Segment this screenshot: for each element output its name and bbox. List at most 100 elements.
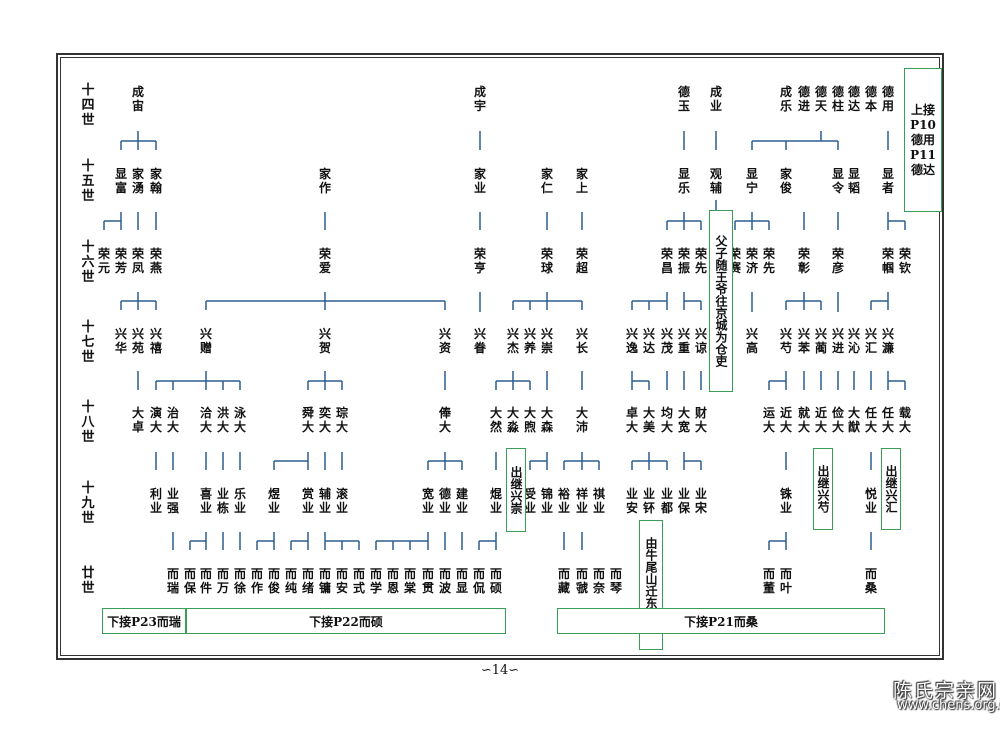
person-g15-13: 显者 bbox=[881, 167, 894, 195]
person-g19-0: 利业 bbox=[149, 487, 162, 515]
person-g17-18: 兴苯 bbox=[797, 327, 810, 355]
person-g20-25: 而叶 bbox=[779, 567, 792, 595]
person-g14-2: 德玉 bbox=[677, 85, 690, 113]
person-g19-19: 业钚 bbox=[642, 487, 655, 515]
person-g16-4: 荣爱 bbox=[318, 247, 331, 275]
person-g15-1: 家湧 bbox=[131, 167, 144, 195]
person-g16-0: 荣元 bbox=[97, 247, 110, 275]
person-g19-4: 乐业 bbox=[233, 487, 246, 515]
person-g20-9: 而镛 bbox=[318, 567, 331, 595]
person-g14-8: 德达 bbox=[847, 85, 860, 113]
person-g19-2: 喜业 bbox=[199, 487, 212, 515]
person-g17-19: 兴蔺 bbox=[814, 327, 827, 355]
generation-label: 十五世 bbox=[81, 159, 95, 204]
person-g18-27: 任大 bbox=[881, 406, 894, 434]
generation-label: 十七世 bbox=[81, 320, 95, 365]
generation-label: 十四世 bbox=[81, 83, 95, 128]
person-g14-7: 德柱 bbox=[831, 85, 844, 113]
person-g16-12: 荣济 bbox=[745, 247, 758, 275]
person-g18-9: 俸大 bbox=[438, 406, 451, 434]
person-g18-26: 任大 bbox=[864, 406, 877, 434]
person-g20-13: 而恩 bbox=[386, 567, 399, 595]
person-g18-5: 泳大 bbox=[233, 406, 246, 434]
person-g18-17: 均大 bbox=[660, 406, 673, 434]
person-g15-11: 显令 bbox=[831, 167, 844, 195]
person-g14-4: 成乐 bbox=[779, 85, 792, 113]
generation-label: 十八世 bbox=[81, 400, 95, 445]
person-g19-6: 赏业 bbox=[301, 487, 314, 515]
person-g18-22: 就大 bbox=[797, 406, 810, 434]
person-g20-12: 而学 bbox=[369, 567, 382, 595]
person-g20-15: 而贯 bbox=[421, 567, 434, 595]
person-g20-11: 而式 bbox=[352, 567, 365, 595]
person-g20-8: 而绪 bbox=[301, 567, 314, 595]
page-number: ∽14∽ bbox=[480, 663, 520, 678]
person-g17-23: 兴濂 bbox=[881, 327, 894, 355]
person-g19-14: 锦业 bbox=[540, 487, 553, 515]
person-g17-5: 兴资 bbox=[438, 327, 451, 355]
person-g17-13: 兴茂 bbox=[660, 327, 673, 355]
person-g20-19: 而硕 bbox=[489, 567, 502, 595]
person-g20-23: 而琴 bbox=[609, 567, 622, 595]
person-g20-7: 而纯 bbox=[284, 567, 297, 595]
person-g20-5: 而作 bbox=[250, 567, 263, 595]
generation-label: 廿世 bbox=[81, 566, 95, 596]
person-g15-6: 家上 bbox=[575, 167, 588, 195]
person-g15-10: 家俊 bbox=[779, 167, 792, 195]
person-g14-9: 德本 bbox=[864, 85, 877, 113]
person-g19-21: 业保 bbox=[677, 487, 690, 515]
person-g15-12: 显韬 bbox=[847, 167, 860, 195]
link-p22[interactable]: 下接P22而硕 bbox=[186, 608, 506, 634]
person-g16-13: 荣先 bbox=[762, 247, 775, 275]
person-g16-16: 荣帼 bbox=[881, 247, 894, 275]
person-g16-14: 荣彰 bbox=[797, 247, 810, 275]
person-g18-7: 奕大 bbox=[318, 406, 331, 434]
person-g20-16: 而波 bbox=[438, 567, 451, 595]
note-adopt-xingchong: 出继兴崇 bbox=[506, 448, 526, 532]
link-p23[interactable]: 下接P23而瑞 bbox=[102, 608, 186, 634]
person-g15-0: 显富 bbox=[114, 167, 127, 195]
note-adopt-xinghui: 出继兴汇 bbox=[881, 448, 901, 530]
person-g17-11: 兴逸 bbox=[625, 327, 638, 355]
person-g20-4: 而徐 bbox=[233, 567, 246, 595]
person-g20-1: 而保 bbox=[183, 567, 196, 595]
link-p21[interactable]: 下接P21而桑 bbox=[557, 608, 885, 634]
person-g19-8: 滚业 bbox=[335, 487, 348, 515]
person-g16-2: 荣凤 bbox=[131, 247, 144, 275]
person-g17-0: 兴华 bbox=[114, 327, 127, 355]
person-g19-13: 受业 bbox=[523, 487, 536, 515]
person-g18-11: 大淼 bbox=[506, 406, 519, 434]
person-g17-8: 兴养 bbox=[523, 327, 536, 355]
person-g18-19: 财大 bbox=[694, 406, 707, 434]
person-g19-22: 业宋 bbox=[694, 487, 707, 515]
person-g16-15: 荣彦 bbox=[831, 247, 844, 275]
person-g18-6: 舜大 bbox=[301, 406, 314, 434]
person-g19-9: 宽业 bbox=[421, 487, 434, 515]
person-g17-3: 兴赠 bbox=[199, 327, 212, 355]
person-g17-15: 兴谅 bbox=[694, 327, 707, 355]
person-g19-20: 业都 bbox=[660, 487, 673, 515]
person-g17-14: 兴重 bbox=[677, 327, 690, 355]
person-g15-9: 显宁 bbox=[745, 167, 758, 195]
person-g17-22: 兴汇 bbox=[864, 327, 877, 355]
person-g16-1: 荣芳 bbox=[114, 247, 127, 275]
note-upper-link: 上接P10德用P11德达 bbox=[904, 68, 942, 212]
person-g19-3: 业栋 bbox=[216, 487, 229, 515]
person-g20-6: 而俊 bbox=[267, 567, 280, 595]
person-g19-16: 祥业 bbox=[575, 487, 588, 515]
note-father-son: 父子随王爷往京城为仓吏 bbox=[709, 210, 733, 392]
person-g20-22: 而奈 bbox=[592, 567, 605, 595]
person-g16-8: 荣昌 bbox=[660, 247, 673, 275]
person-g20-10: 而安 bbox=[335, 567, 348, 595]
person-g20-2: 而件 bbox=[199, 567, 212, 595]
person-g19-12: 焜业 bbox=[489, 487, 502, 515]
watermark-url: www.chens.org.cn bbox=[897, 698, 1000, 713]
person-g18-18: 大宽 bbox=[677, 406, 690, 434]
note-adopt-xingshao: 出继兴芍 bbox=[813, 448, 833, 530]
person-g16-5: 荣亨 bbox=[473, 247, 486, 275]
person-g18-2: 治大 bbox=[166, 406, 179, 434]
person-g19-5: 煜业 bbox=[267, 487, 280, 515]
generation-label: 十六世 bbox=[81, 240, 95, 285]
person-g20-0: 而瑞 bbox=[166, 567, 179, 595]
